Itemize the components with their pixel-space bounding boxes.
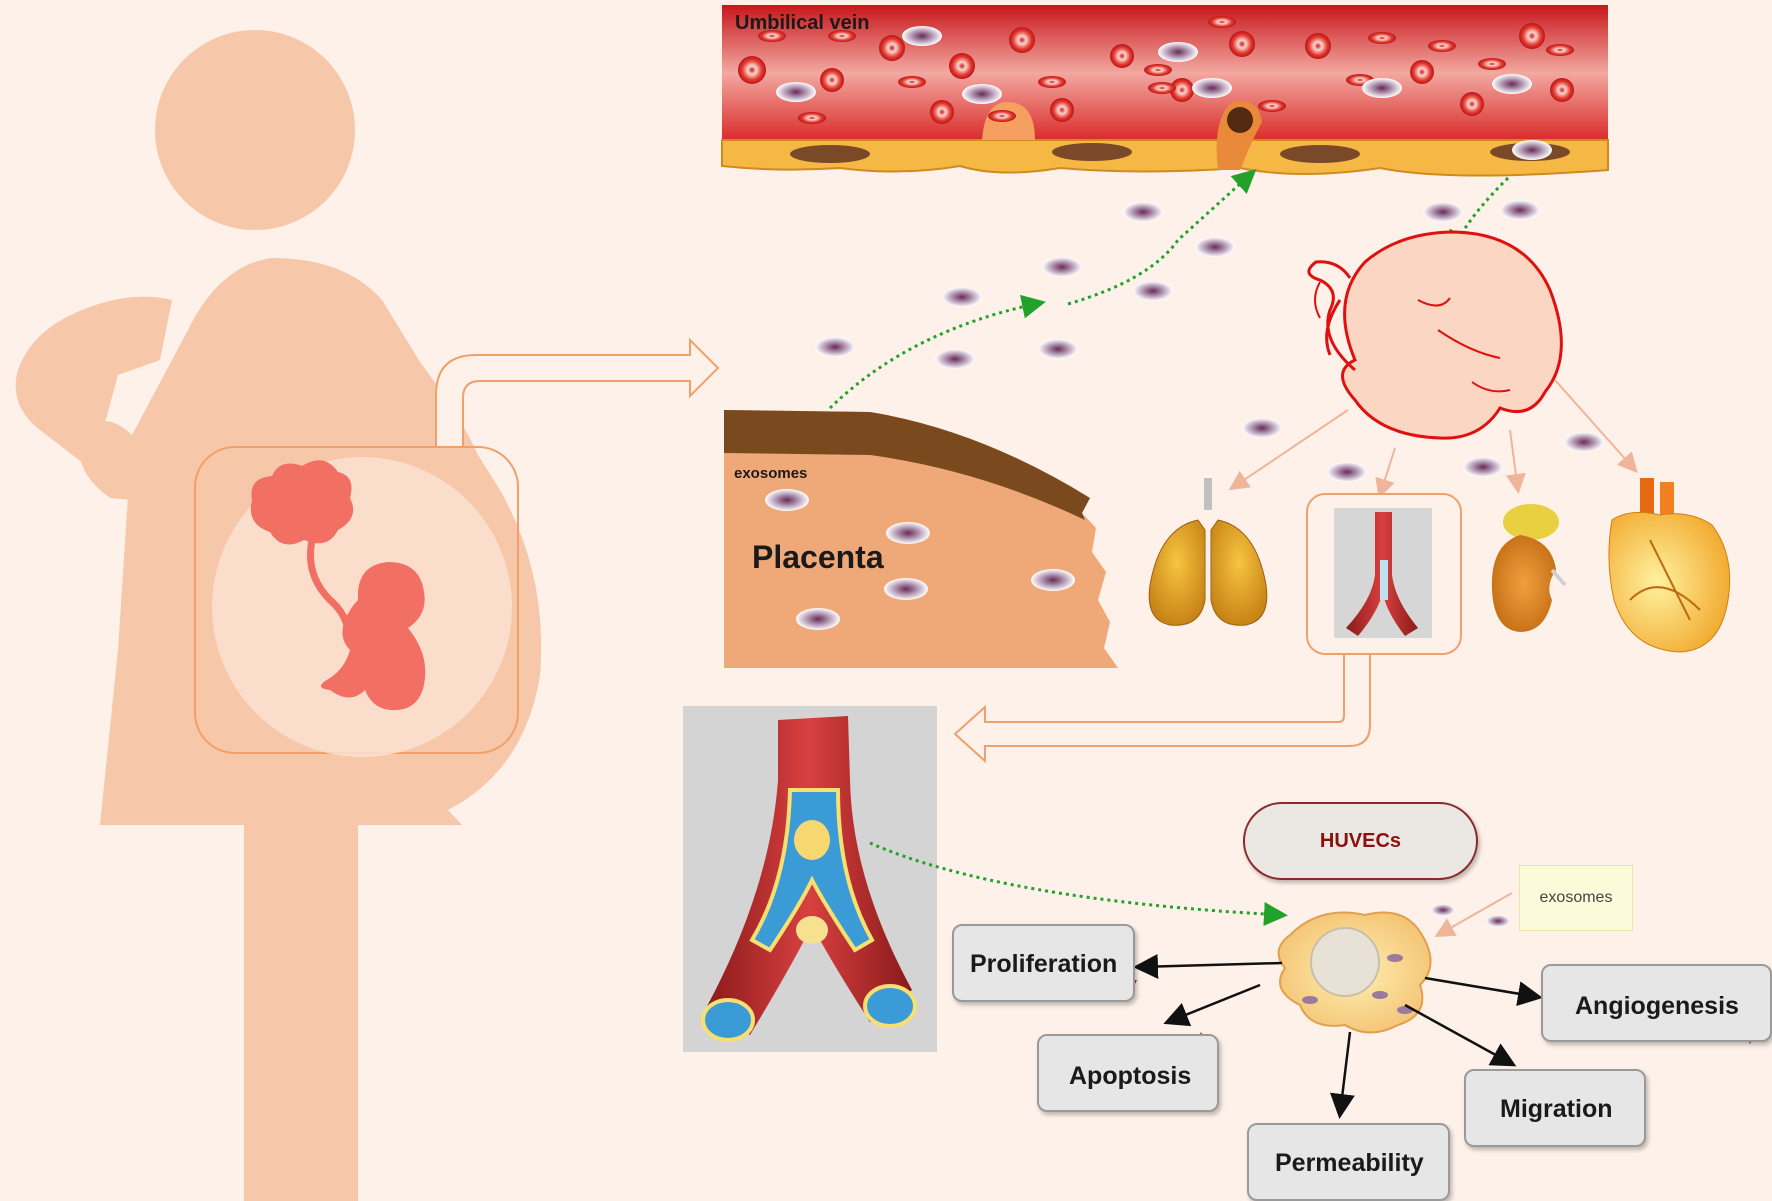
proliferation-label: Proliferation <box>970 950 1118 978</box>
womb-to-placenta-arrow <box>435 337 720 448</box>
fetus-icon <box>1307 230 1563 440</box>
blood-cells <box>738 16 1574 160</box>
lungs-icon <box>1148 478 1268 626</box>
apoptosis-box: Apoptosis <box>1037 1034 1219 1112</box>
angiogenesis-label: Angiogenesis <box>1575 992 1739 1020</box>
incoming-exosomes <box>1431 892 1513 937</box>
placenta-label: Placenta <box>752 539 884 575</box>
womb-inset <box>194 446 519 757</box>
exosome-transport-path <box>828 168 1510 410</box>
migration-box: Migration <box>1464 1069 1646 1147</box>
kidney-icon <box>1491 504 1567 632</box>
heart-icon <box>1608 478 1731 653</box>
blood-vessel-detail-image <box>683 706 937 1052</box>
fetus-to-organs-arrows <box>1228 379 1638 499</box>
umbilical-vein: Umbilical vein <box>721 5 1609 177</box>
blood-vessel-icon[interactable] <box>1306 493 1462 655</box>
angiogenesis-box: Angiogenesis <box>1541 964 1772 1042</box>
placenta-fetus-icon <box>250 460 426 711</box>
exosomes-tag: exosomes <box>1519 865 1633 931</box>
permeability-label: Permeability <box>1275 1149 1424 1177</box>
vessel-to-detail-arrow <box>953 653 1371 764</box>
circulating-exosomes <box>815 200 1604 482</box>
placenta-exosomes-label: exosomes <box>734 465 807 482</box>
huvecs-label: HUVECs <box>1243 802 1478 880</box>
apoptosis-label: Apoptosis <box>1069 1062 1192 1090</box>
proliferation-box: Proliferation <box>952 924 1135 1002</box>
migration-label: Migration <box>1500 1095 1613 1123</box>
permeability-box: Permeability <box>1247 1123 1450 1201</box>
umbilical-vein-label: Umbilical vein <box>735 12 870 34</box>
placenta-tissue: exosomes Placenta <box>724 410 1118 668</box>
huvec-cell-icon <box>1277 911 1432 1034</box>
effect-arrows <box>1133 953 1543 1119</box>
